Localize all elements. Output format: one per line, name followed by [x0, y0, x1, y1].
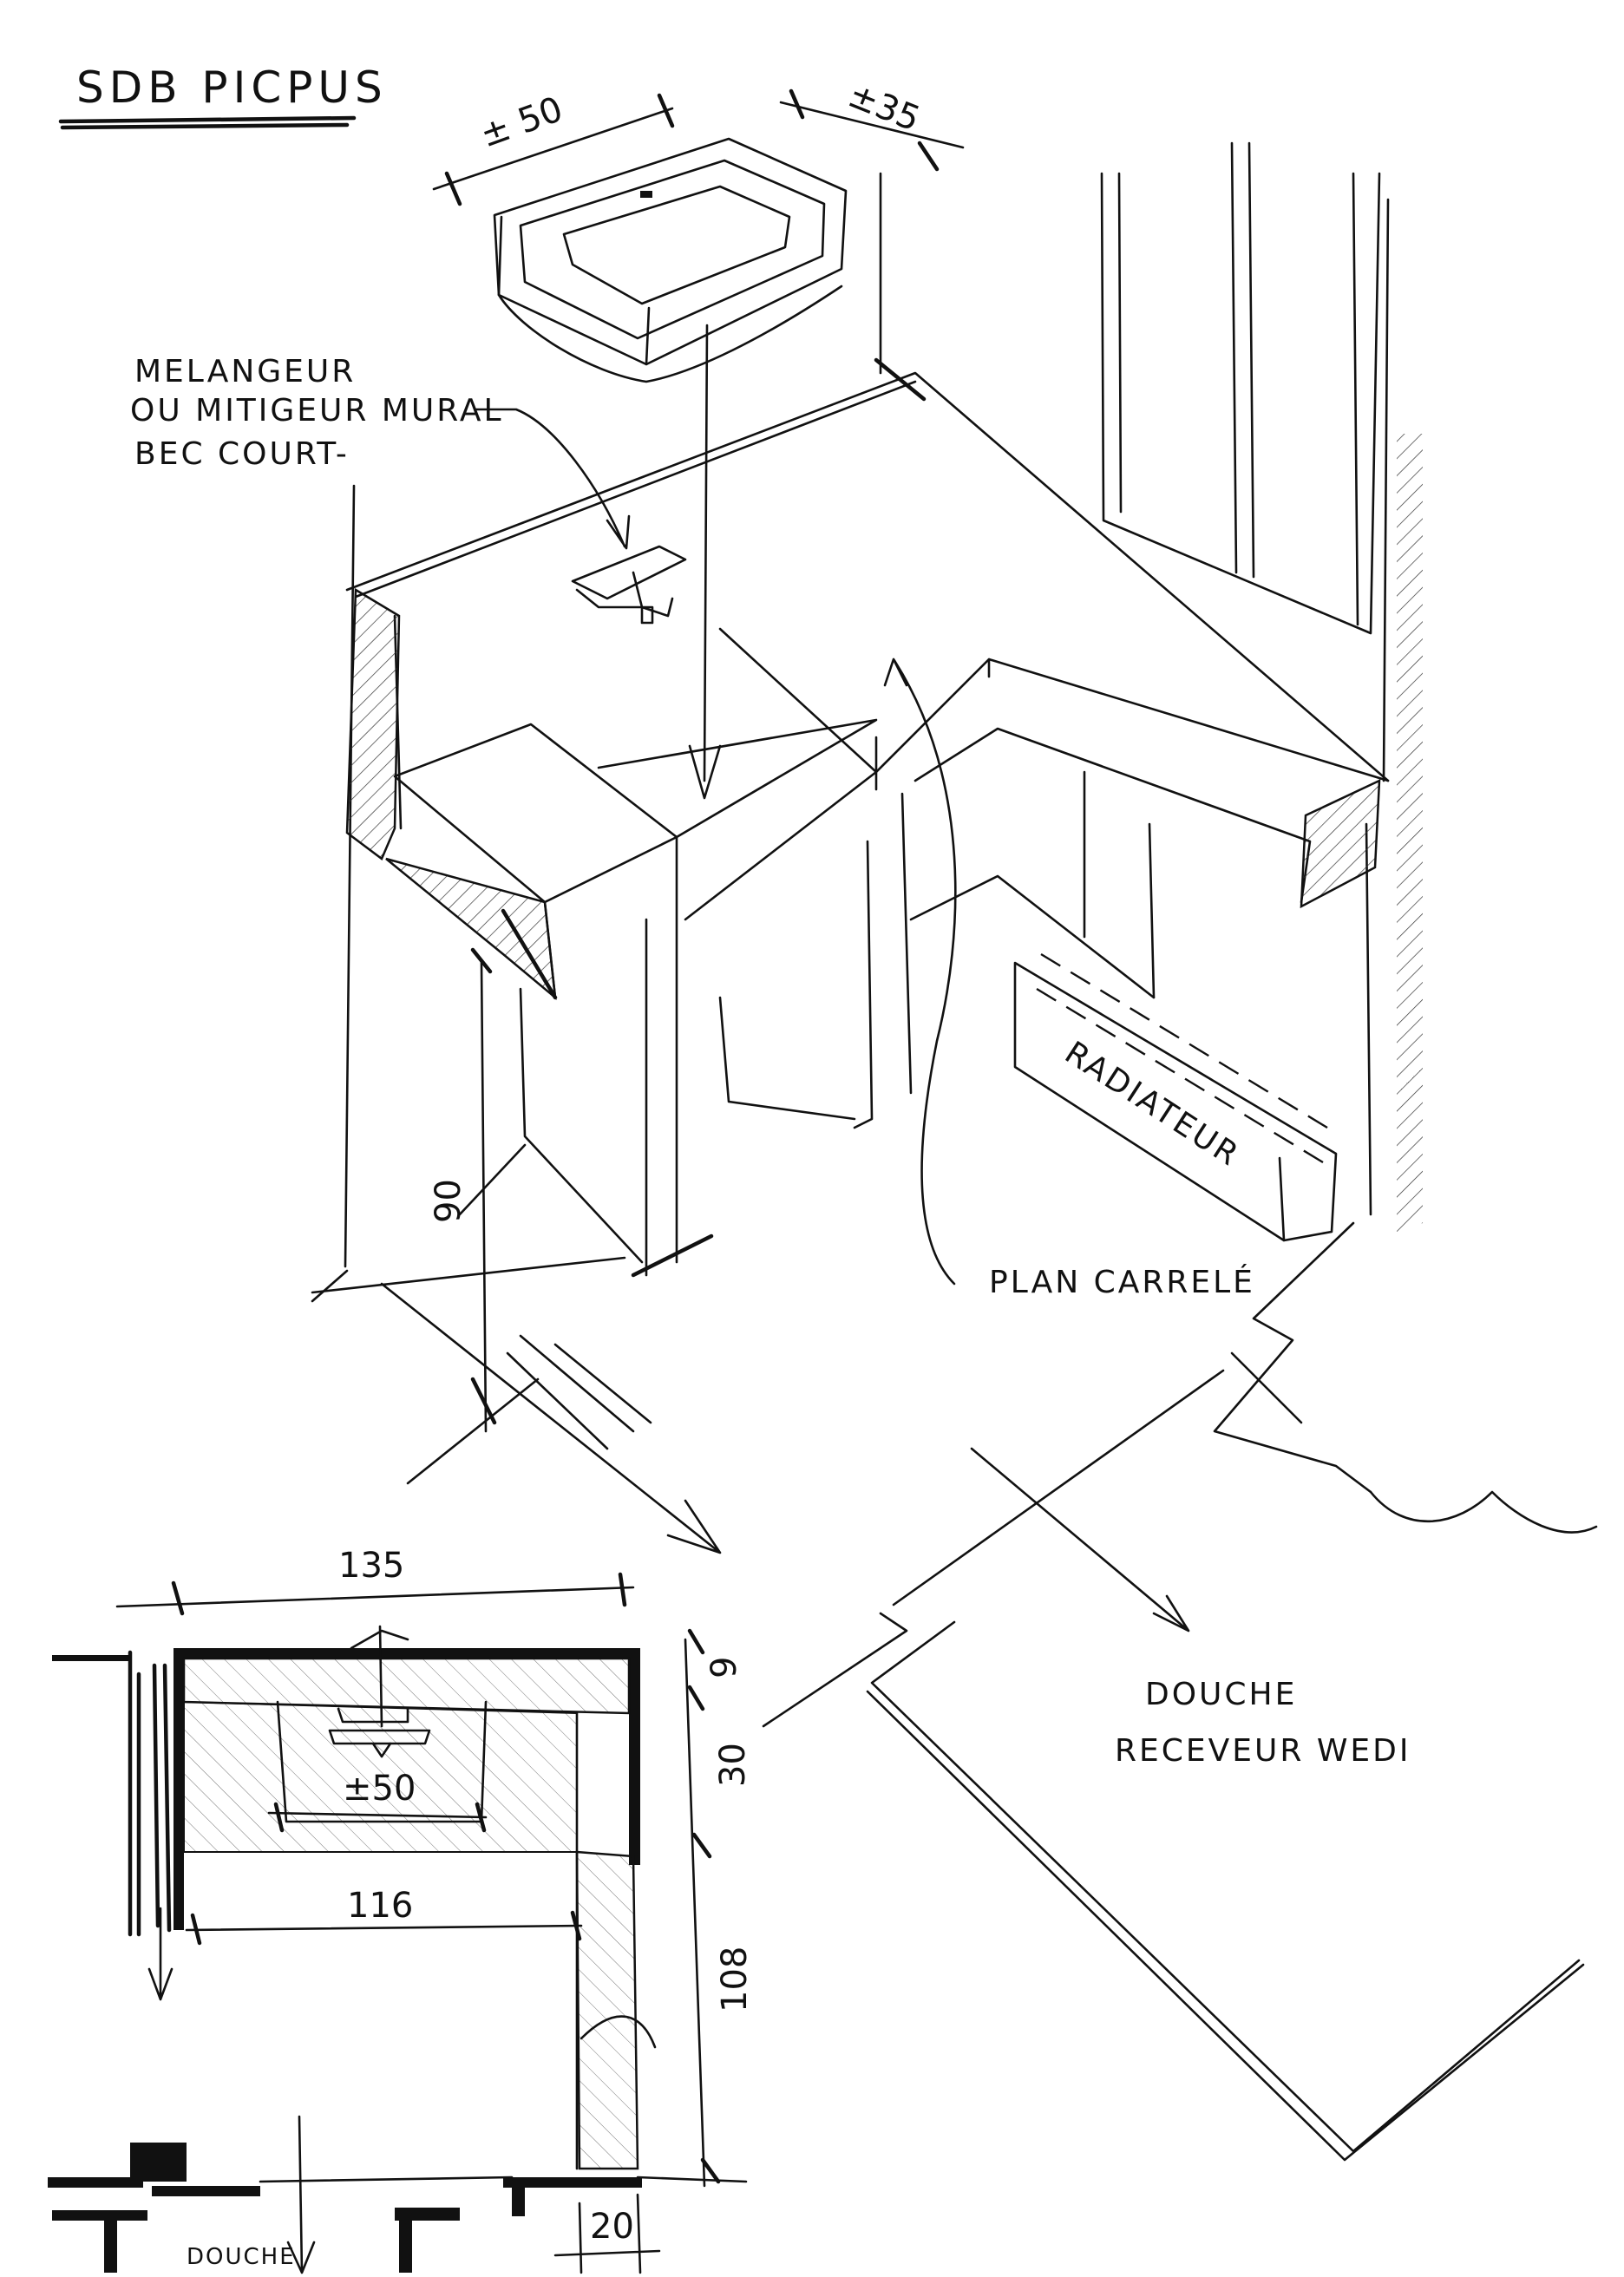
plan-shower-label: DOUCHE	[187, 2244, 296, 2270]
tiled-top-leader	[883, 658, 957, 1286]
shower-tray-drawing	[762, 1351, 1585, 2162]
shower-label: DOUCHE	[1145, 1677, 1297, 1712]
mixer-label-line2: OU MITIGEUR MURAL	[130, 393, 504, 429]
basin-width-dimension: ± 50	[432, 89, 675, 206]
tiled-top-label: PLAN CARRELÉ	[989, 1264, 1255, 1300]
basin-depth-dimension: ±35	[779, 75, 965, 172]
radiator-label: RADIATEUR	[1058, 1035, 1246, 1174]
vanity-isometric: 90	[311, 141, 1598, 1554]
basin-drop-arrow	[688, 324, 722, 800]
height-label: 90	[429, 1179, 468, 1223]
basin-depth-label: ±35	[842, 75, 926, 140]
plan-counter-depth-label: 30	[713, 1743, 753, 1787]
washbasin-drawing	[493, 137, 848, 383]
plan-wall-depth-label: 9	[704, 1657, 744, 1678]
basin-width-label: ± 50	[475, 89, 568, 155]
plan-return-length-label: 108	[715, 1947, 755, 2012]
plan-return-width-label: 20	[590, 2207, 634, 2247]
page-title: SDB PICPUS	[76, 62, 388, 113]
mixer-label-line1: MELANGEUR	[134, 354, 356, 389]
floor-plan: 135 ±50 116 9 30 108	[48, 1546, 755, 2274]
plan-total-width-label: 135	[338, 1546, 404, 1586]
plan-inner-width-label: 116	[347, 1886, 413, 1926]
mixer-leader-line	[474, 408, 631, 550]
shower-tray-label: RECEVEUR WEDI	[1115, 1733, 1411, 1769]
plan-basin-width-label: ±50	[343, 1769, 416, 1809]
mixer-label-line3: BEC COURT-	[134, 436, 350, 472]
title-underline	[58, 115, 357, 130]
wall-mixer-faucet	[571, 545, 687, 625]
